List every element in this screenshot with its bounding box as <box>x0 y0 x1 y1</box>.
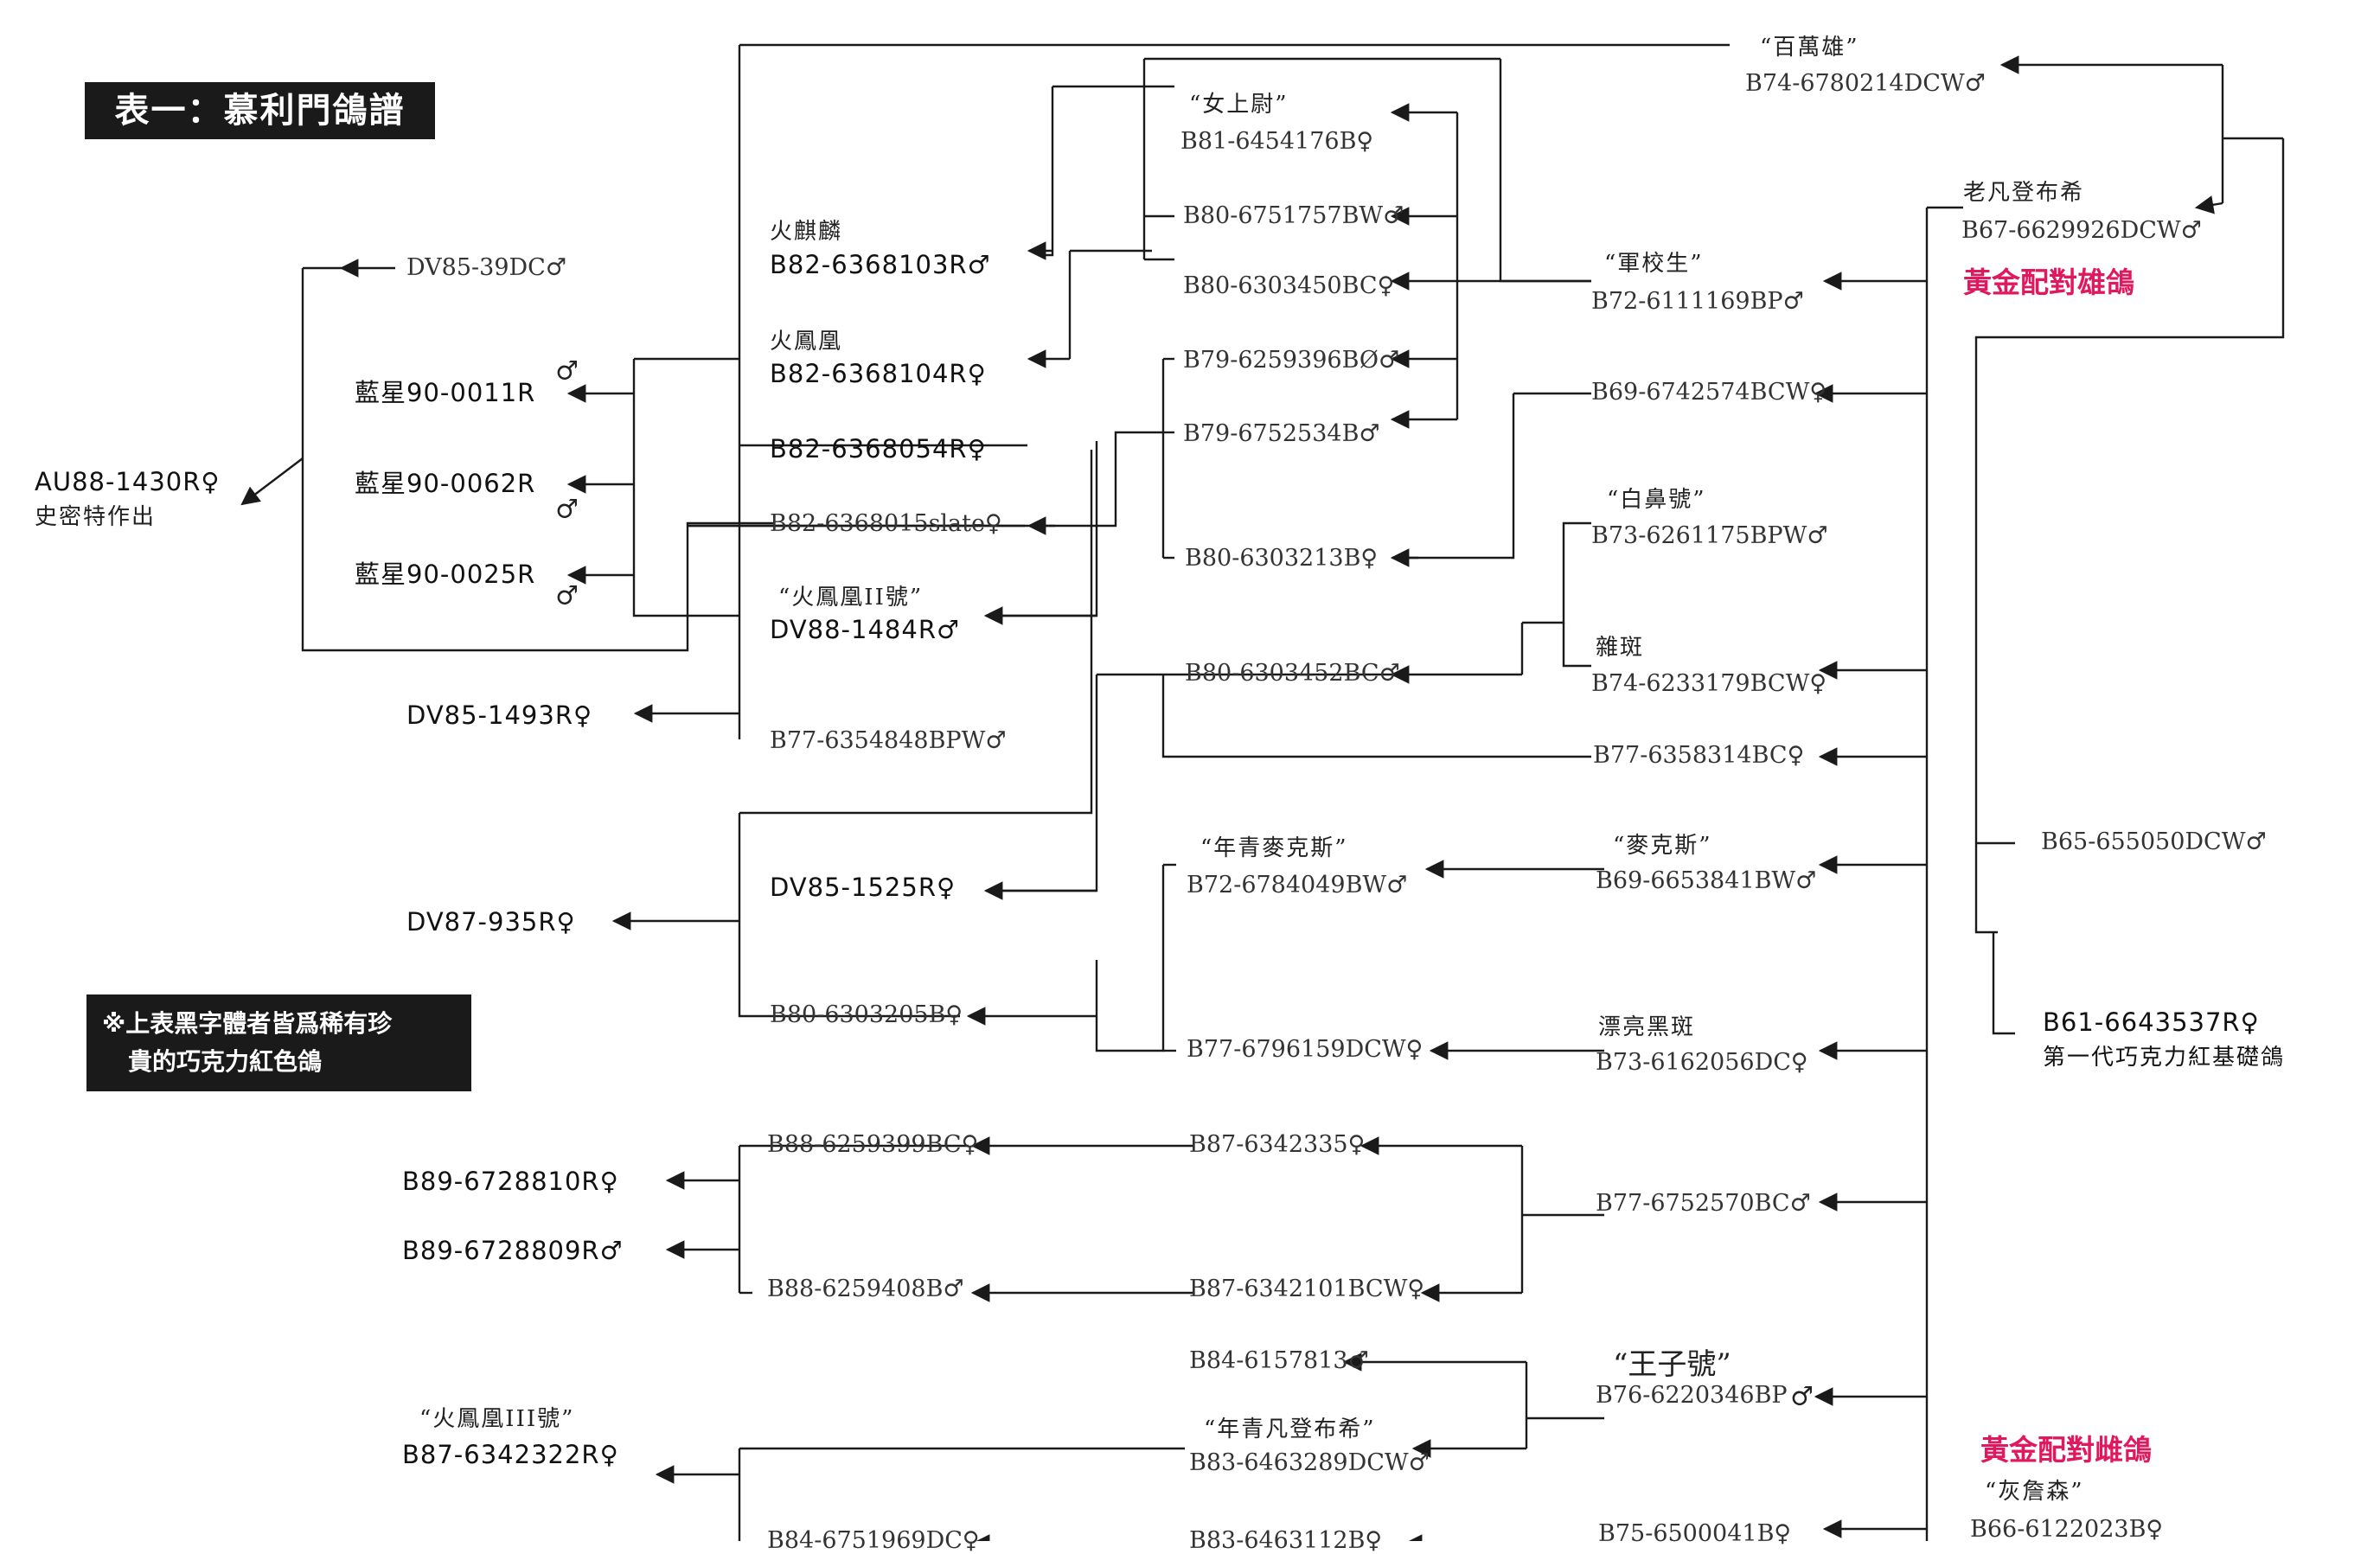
bird-b89-6728809r: B89-6728809R♂ <box>402 1236 624 1265</box>
bird-b82-6368054r: B82-6368054R♀ <box>770 434 987 464</box>
bird-b73-6261175bpw-name: “白鼻號” <box>1607 487 1706 513</box>
bird-b87-6342322r: B87-6342322R♀ <box>402 1440 619 1469</box>
bird-b80-6303450bc: B80-6303450BC♀ <box>1183 272 1395 299</box>
bird-b69-6742574bcw: B69-6742574BCW♀ <box>1591 379 1827 406</box>
bird-b83-6463289dcw-name: “年青凡登布希” <box>1204 1417 1376 1442</box>
bird-lanxing-0011: 藍星90-0011R <box>355 378 536 407</box>
bird-b79-6259396bd: B79-6259396BØ♂ <box>1183 347 1400 374</box>
handwritten-male-mark: ♂ <box>1790 1382 1814 1412</box>
golden-male-label: 黃金配對雄鴿 <box>1963 265 2134 299</box>
bird-b82-6368103r: B82-6368103R♂ <box>770 250 991 279</box>
bird-b81-6454176b-name: “女上尉” <box>1189 92 1289 118</box>
bird-b81-6454176b: B81-6454176B♀ <box>1180 128 1374 155</box>
handwritten-mark-0062: ♂ <box>555 495 579 525</box>
bird-b77-6358314bc: B77-6358314BC♀ <box>1593 742 1805 769</box>
bird-b61-6643537r: B61-6643537R♀ <box>2043 1007 2260 1037</box>
bird-dv85-1525r: DV85-1525R♀ <box>770 873 956 902</box>
bird-b89-6728810r: B89-6728810R♀ <box>402 1167 619 1196</box>
bird-b74-6233179bcw: B74-6233179BCW♀ <box>1591 670 1827 697</box>
bird-b77-6752570bc: B77-6752570BC♂ <box>1596 1190 1811 1217</box>
bird-b88-6259399bc: B88-6259399BC♀ <box>767 1131 979 1158</box>
bird-b87-6342322r-name: “火鳳凰III號” <box>419 1406 575 1432</box>
bird-b72-6111169bp: B72-6111169BP♂ <box>1591 288 1804 315</box>
bird-b69-6653841bw-name: “麥克斯” <box>1613 833 1712 859</box>
bird-b80-6303213b: B80-6303213B♀ <box>1185 545 1379 572</box>
bird-dv88-1484r: DV88-1484R♂ <box>770 615 960 644</box>
handwritten-prince: “王子號” <box>1613 1347 1731 1382</box>
bird-dv87-935r: DV87-935R♀ <box>406 907 576 937</box>
bird-b74-6780214dcw: B74-6780214DCW♂ <box>1745 70 1986 97</box>
bird-b77-6796159dcw: B77-6796159DCW♀ <box>1187 1036 1424 1063</box>
bird-b73-6162056dc-name: 漂亮黑斑 <box>1598 1014 1696 1040</box>
bird-dv88-1484r-name: “火鳳凰II號” <box>778 585 924 611</box>
bird-b74-6233179bcw-name: 雜斑 <box>1596 635 1645 661</box>
bird-b66-6122023b: B66-6122023B♀ <box>1970 1516 2164 1543</box>
bird-b88-6259408b: B88-6259408B♂ <box>767 1276 964 1302</box>
bird-b87-6342101bcw: B87-6342101BCW♀ <box>1189 1276 1425 1302</box>
bird-lanxing-0062: 藍星90-0062R <box>355 469 536 498</box>
bird-b80-6751757bw: B80-6751757BW♂ <box>1183 202 1404 229</box>
legend-note: ※上表黑字體者皆爲稀有珍 貴的巧克力紅色鴿 <box>86 994 471 1091</box>
golden-female-label: 黃金配對雌鴿 <box>1980 1433 2152 1467</box>
bird-b83-6463289dcw: B83-6463289DCW♂ <box>1189 1449 1430 1476</box>
bird-b87-6342335: B87-6342335♀ <box>1189 1131 1366 1158</box>
first-gen-label: 第一代巧克力紅基礎鴿 <box>2043 1045 2286 1071</box>
bird-lanxing-0025: 藍星90-0025R <box>355 560 536 589</box>
bird-b77-6354848bpw: B77-6354848BPW♂ <box>770 727 1007 754</box>
bird-dv85-1493r: DV85-1493R♀ <box>406 700 593 730</box>
bird-b67-6629926dcw-name: 老凡登布希 <box>1963 180 2085 206</box>
bird-b72-6111169bp-name: “軍校生” <box>1604 251 1704 277</box>
bird-b82-6368103r-name: 火麒麟 <box>770 219 843 245</box>
bird-b82-6368015slate: B82-6368015slate♀ <box>770 510 1002 537</box>
bird-b74-6780214dcw-name: “百萬雄” <box>1760 35 1859 61</box>
bird-b80-6303452bc: B80-6303452BC♂ <box>1185 660 1400 687</box>
bird-b73-6162056dc: B73-6162056DC♀ <box>1596 1049 1808 1076</box>
bird-b67-6629926dcw: B67-6629926DCW♂ <box>1961 217 2202 244</box>
handwritten-mark-0025: ♂ <box>555 581 579 611</box>
bird-au88-1430r: AU88-1430R♀ <box>35 467 221 496</box>
note-line-1: ※上表黑字體者皆爲稀有珍 <box>102 1009 393 1038</box>
bird-b82-6368104r-name: 火鳳凰 <box>770 329 843 355</box>
handwritten-mark-0011: ♂ <box>555 356 579 387</box>
bird-b82-6368104r: B82-6368104R♀ <box>770 359 987 388</box>
bird-b76-6220346bp: B76-6220346BP <box>1596 1382 1788 1409</box>
table-title: 表一：慕利門鴿譜 <box>85 82 435 139</box>
bird-b80-6303205b: B80-6303205B♀ <box>770 1001 963 1028</box>
note-line-2: 貴的巧克力紅色鴿 <box>128 1047 323 1076</box>
bird-dv85-39dc: DV85-39DC♂ <box>406 254 567 281</box>
bird-b69-6653841bw: B69-6653841BW♂ <box>1596 867 1817 894</box>
bird-b84-6157813: B84-6157813♂ <box>1189 1347 1369 1374</box>
bird-b65-655050dcw: B65-655050DCW♂ <box>2041 828 2267 855</box>
bird-b66-6122023b-name: “灰詹森” <box>1985 1479 2084 1505</box>
bird-b72-6784049bw: B72-6784049BW♂ <box>1187 872 1408 899</box>
bird-b73-6261175bpw: B73-6261175BPW♂ <box>1591 522 1828 549</box>
bird-b72-6784049bw-name: “年青麥克斯” <box>1200 835 1348 861</box>
bird-b79-6752534b: B79-6752534B♂ <box>1183 420 1380 447</box>
bird-b75-6500041b: B75-6500041B♀ <box>1598 1520 1792 1547</box>
bird-au88-note: 史密特作出 <box>35 504 157 530</box>
